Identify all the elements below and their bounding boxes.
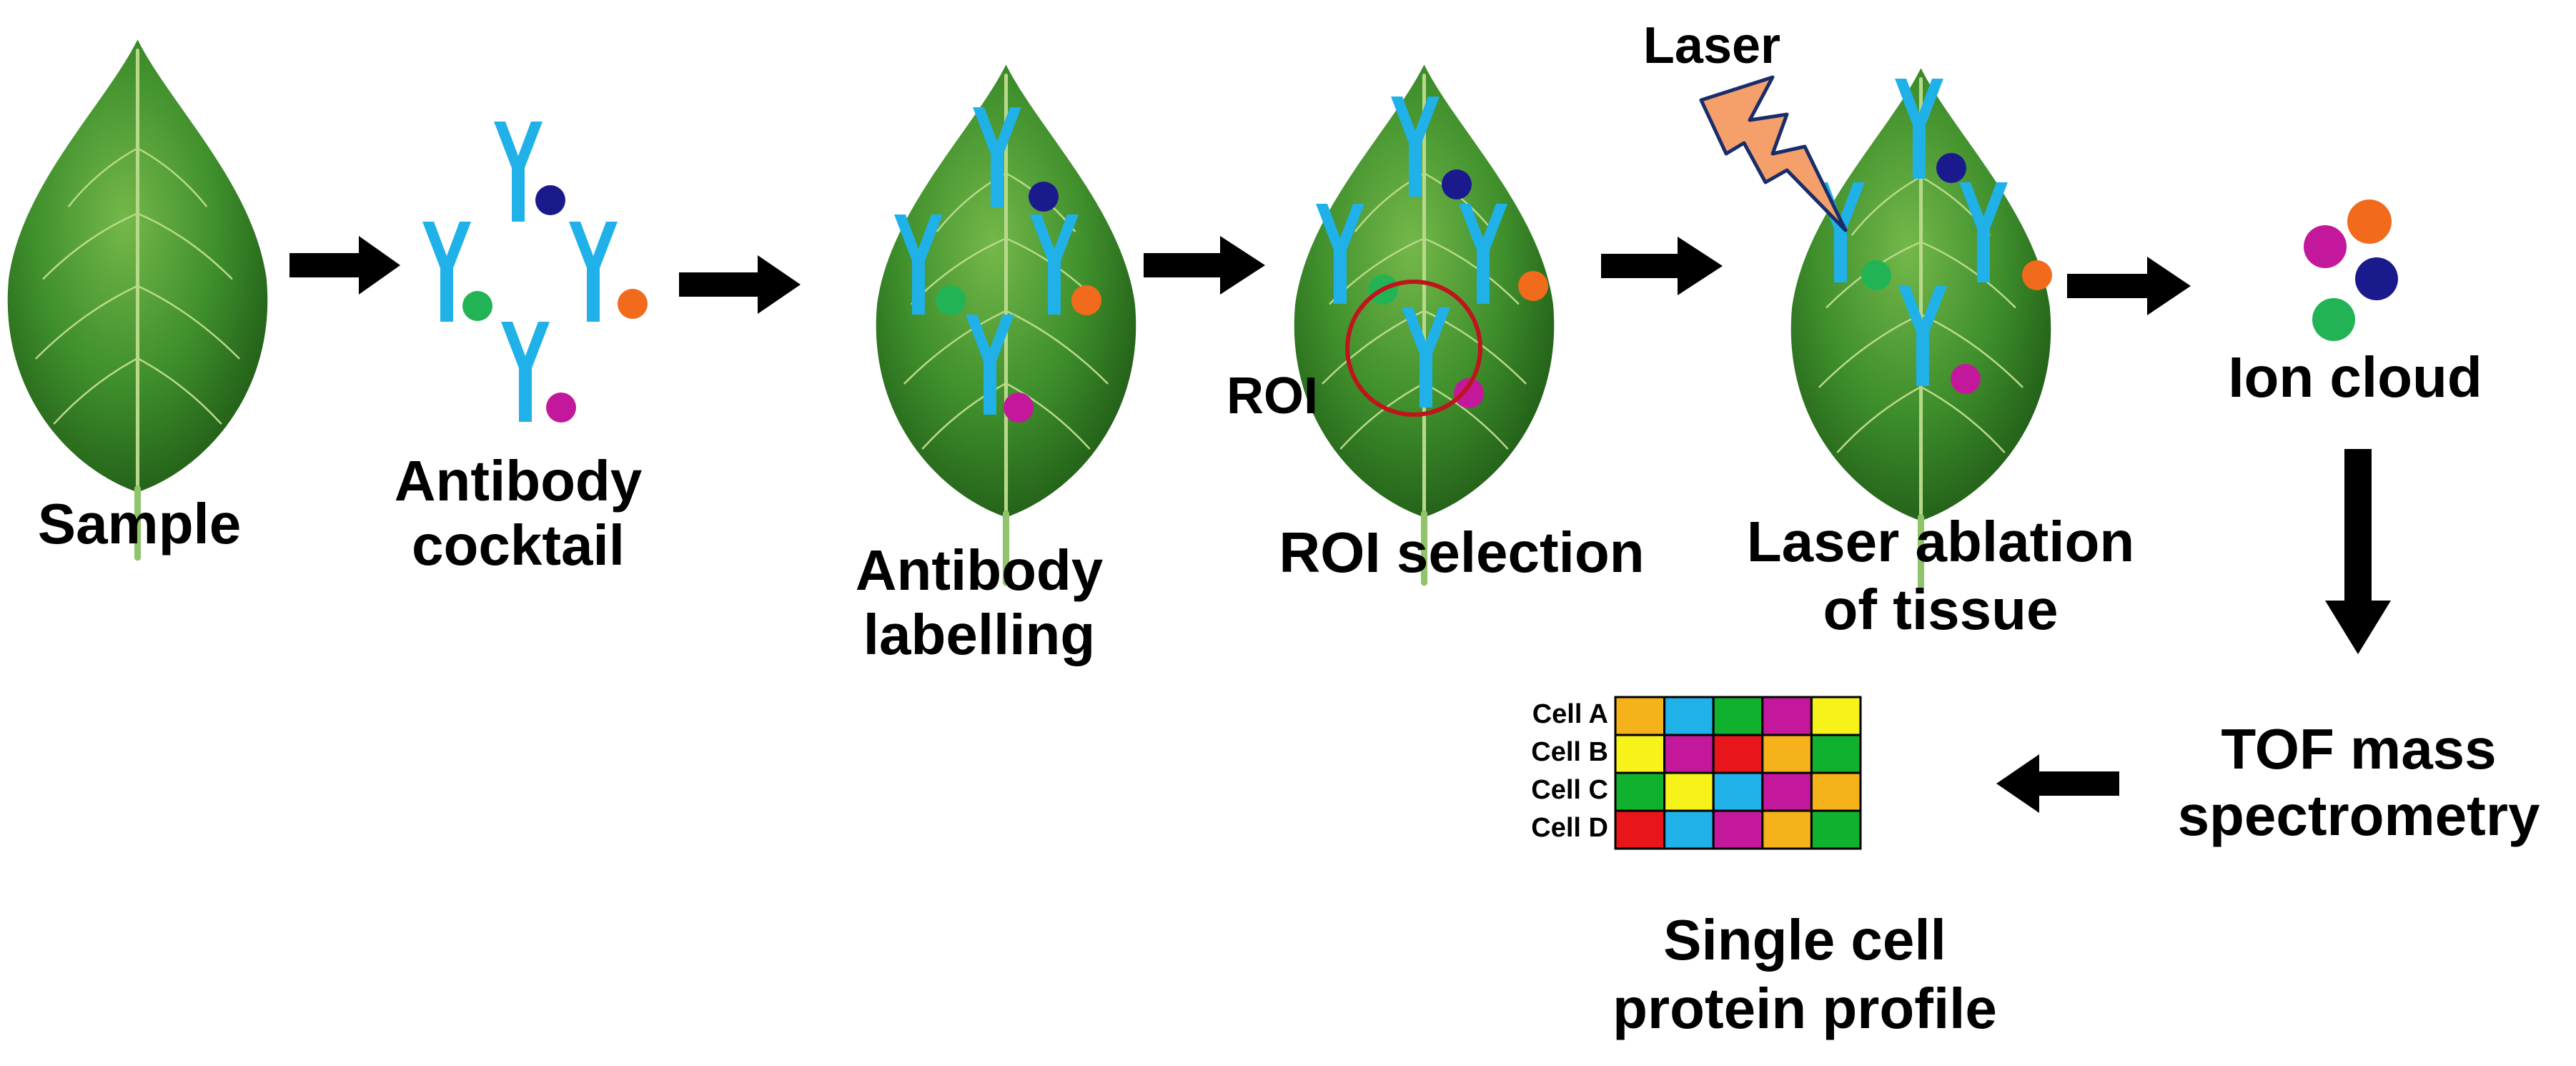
heatmap-cell [1810,809,1862,850]
antibodies-labelled [894,107,1101,423]
label-cocktail-line2: cocktail [412,513,625,577]
heatmap-row-label: Cell C [1531,775,1608,805]
antibody-cocktail [422,122,648,423]
label-labelling-line1: Antibody [856,538,1104,602]
heatmap-cell [1712,696,1764,736]
heatmap-cell [1810,696,1862,736]
heatmap-cell [1761,771,1813,812]
heatmap-cell [1761,809,1813,850]
protein-profile-heatmap: Cell A Cell B Cell C Cell D [1531,696,1862,850]
ion-cloud-icon [2304,199,2398,341]
label-profile-line1: Single cell [1663,908,1946,972]
heatmap-row-label: Cell A [1532,699,1608,729]
label-labelling-line2: labelling [863,603,1096,666]
label-ablation-line2: of tissue [1823,578,2059,641]
arrow-right-icon [289,236,400,295]
heatmap-cell [1663,696,1715,736]
arrow-right-icon [1144,236,1265,295]
roi-circle [1345,280,1482,417]
label-ablation-line1: Laser ablation [1747,510,2134,573]
antibodies-ablation [1816,79,2052,394]
heatmap-cell [1712,734,1764,774]
heatmap-row-label: Cell B [1531,737,1608,767]
label-tof-line2: spectrometry [2178,784,2540,847]
heatmap-cell [1614,696,1666,736]
heatmap-cell [1614,771,1666,812]
arrow-right-icon [2067,257,2191,315]
arrow-left-icon [1996,754,2119,813]
heatmap-cell [1614,809,1666,850]
leaf-roi [1294,64,1555,582]
arrow-down-icon [2325,449,2391,654]
heatmap-cell [1614,734,1666,774]
heatmap-cell [1761,734,1813,774]
label-roi: ROI [1227,367,1318,425]
heatmap-row-label: Cell D [1531,813,1608,843]
label-sample: Sample [38,492,242,556]
leaf-sample [8,39,268,557]
label-ion-cloud: Ion cloud [2228,345,2482,409]
heatmap-cell [1663,809,1715,850]
label-cocktail-line1: Antibody [395,449,643,513]
heatmap-cell [1810,734,1862,774]
label-laser: Laser [1643,17,1780,74]
arrow-right-icon [679,255,801,314]
heatmap-cell [1663,771,1715,812]
label-profile-line2: protein profile [1613,977,1997,1040]
arrow-right-icon [1601,237,1723,295]
heatmap-cell [1810,771,1862,812]
label-roi-selection: ROI selection [1279,520,1644,584]
laser-bolt-icon [1699,75,1848,232]
heatmap-cell [1712,809,1764,850]
label-tof-line1: TOF mass [2221,717,2496,781]
heatmap-cell [1761,696,1813,736]
heatmap-cell [1712,771,1764,812]
heatmap-cell [1663,734,1715,774]
